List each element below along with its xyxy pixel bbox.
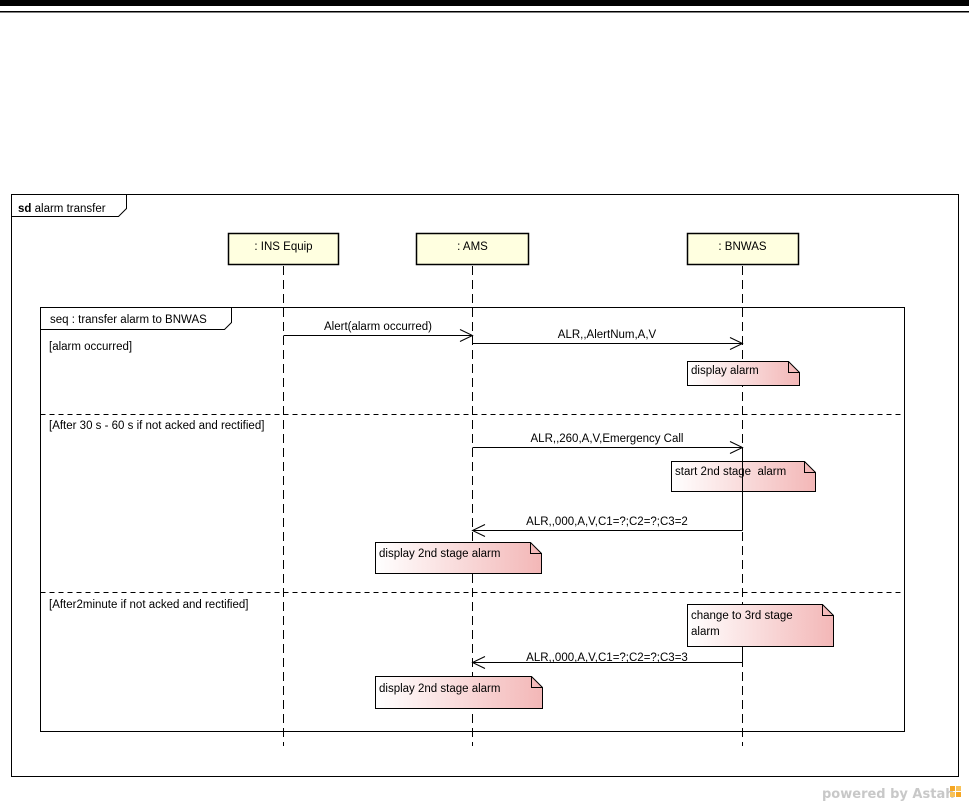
sd-name: alarm transfer xyxy=(35,203,106,215)
note-display-alarm[interactable] xyxy=(687,361,800,386)
astah-logo-icon xyxy=(950,786,961,797)
lifeline-ins-equip-label: : INS Equip xyxy=(254,241,312,253)
message-emergency-call-label: ALR,,260,A,V,Emergency Call xyxy=(531,433,684,445)
lifeline-ins-equip-head[interactable] xyxy=(227,232,340,266)
note-change-3rd-stage-text-1: change to 3rd stage xyxy=(691,610,793,622)
note-start-2nd-stage-fold xyxy=(804,461,816,473)
sd-frame-title: sd alarm transfer xyxy=(18,203,106,215)
lifeline-bnwas-head[interactable] xyxy=(686,232,800,266)
message-c3-2-arrowhead xyxy=(471,524,486,537)
note-display-2nd-stage-a-text: display 2nd stage alarm xyxy=(379,548,500,560)
seq-fragment-tab xyxy=(40,307,232,330)
note-display-2nd-stage-b-text: display 2nd stage alarm xyxy=(379,683,500,695)
sd-keyword: sd xyxy=(18,203,31,215)
sd-frame-tab xyxy=(11,194,127,217)
seq-fragment-label: seq : transfer alarm to BNWAS xyxy=(50,314,207,326)
seq-fragment xyxy=(40,307,905,732)
message-alert-label: Alert(alarm occurred) xyxy=(324,321,432,333)
note-change-3rd-stage-text-2: alarm xyxy=(691,626,720,638)
note-display-2nd-stage-b[interactable] xyxy=(375,676,543,709)
message-alert-arrowhead xyxy=(459,329,474,342)
message-alr-alertnum-label: ALR,,AlertNum,A,V xyxy=(558,329,657,341)
note-display-alarm-text: display alarm xyxy=(691,365,759,377)
branding-text: powered by Astah xyxy=(822,787,954,802)
message-c3-2-label: ALR,,000,A,V,C1=?;C2=?;C3=2 xyxy=(526,516,688,528)
note-display-alarm-fold xyxy=(788,361,800,373)
message-c3-3-arrowhead xyxy=(471,656,486,669)
note-display-2nd-stage-b-fold xyxy=(531,676,543,688)
note-display-2nd-stage-a[interactable] xyxy=(375,542,542,574)
note-change-3rd-stage[interactable] xyxy=(687,604,834,647)
message-alr-alertnum-arrowhead xyxy=(729,337,744,350)
guard-after-30s: [After 30 s - 60 s if not acked and rect… xyxy=(49,420,264,432)
lifeline-ams-head[interactable] xyxy=(415,232,530,266)
guard-alarm-occurred: [alarm occurred] xyxy=(49,341,132,353)
message-c3-3-label: ALR,,000,A,V,C1=?;C2=?;C3=3 xyxy=(526,652,688,664)
lifeline-bnwas-label: : BNWAS xyxy=(718,241,766,253)
note-display-2nd-stage-a-fold xyxy=(530,542,542,554)
note-start-2nd-stage[interactable] xyxy=(671,461,816,492)
sd-frame xyxy=(11,194,959,777)
top-rule-thick xyxy=(0,0,969,6)
note-start-2nd-stage-text: start 2nd stage alarm xyxy=(675,466,786,478)
lifeline-ams-label: : AMS xyxy=(457,241,488,253)
top-rule-thin xyxy=(0,11,969,13)
guard-after-2min: [After2minute if not acked and rectified… xyxy=(49,599,248,611)
note-change-3rd-stage-fold xyxy=(822,604,834,616)
